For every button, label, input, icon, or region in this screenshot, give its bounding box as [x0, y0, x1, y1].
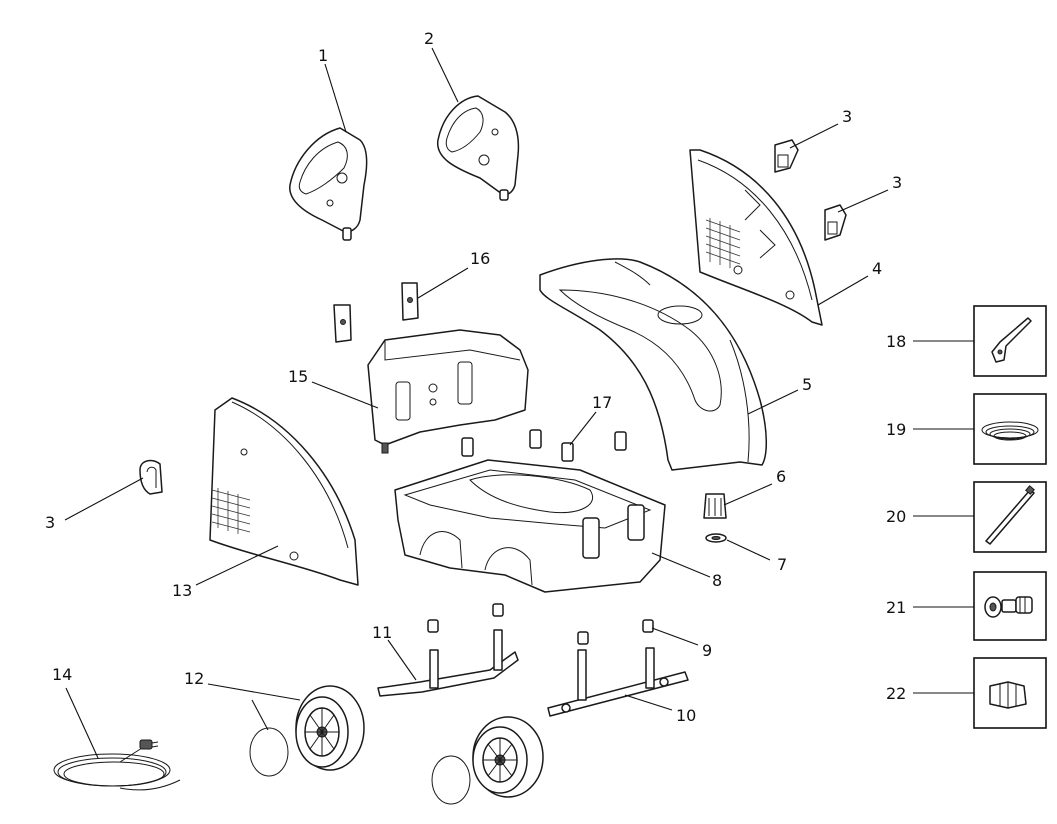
part-4-rear-panel [689, 149, 823, 326]
part-3-clip-left [139, 459, 163, 495]
callout-8: 8 [712, 571, 722, 590]
leader-lines [64, 47, 974, 759]
callout-3-upper: 3 [842, 107, 852, 126]
callout-21: 21 [886, 598, 906, 617]
callout-17: 17 [592, 393, 612, 412]
part-12-wheel-right [431, 716, 544, 805]
callout-20: 20 [886, 507, 906, 526]
callout-12: 12 [184, 669, 204, 688]
callout-labels: 1 2 3 3 3 4 5 6 7 8 9 10 11 12 13 14 15 … [45, 29, 906, 725]
part-22-coupling-box [973, 657, 1047, 729]
callout-19: 19 [886, 420, 906, 439]
callout-4: 4 [872, 259, 882, 278]
part-14-power-cord [53, 739, 181, 791]
part-3-clip-upper [774, 139, 799, 173]
callout-10: 10 [676, 706, 696, 725]
callout-9: 9 [702, 641, 712, 660]
callout-22: 22 [886, 684, 906, 703]
callout-16: 16 [470, 249, 490, 268]
part-9-ferrules [427, 603, 654, 645]
part-3-clip-middle [824, 204, 847, 241]
part-20-lance-box [973, 481, 1047, 553]
callout-5: 5 [802, 375, 812, 394]
part-11-frame [377, 629, 519, 697]
part-7-washer [705, 533, 727, 543]
part-2-handle-right [437, 95, 520, 201]
part-6-cap [703, 493, 727, 519]
callout-3-left: 3 [45, 513, 55, 532]
part-16-pads [333, 282, 419, 343]
part-17-posts [461, 429, 627, 462]
callout-18: 18 [886, 332, 906, 351]
callout-11: 11 [372, 623, 392, 642]
part-15-control-panel [367, 329, 529, 454]
part-8-base-tub [394, 459, 666, 593]
callout-2: 2 [424, 29, 434, 48]
callout-14: 14 [52, 665, 72, 684]
part-19-hose-box [973, 393, 1047, 465]
part-10-axle [547, 647, 689, 717]
callout-7: 7 [777, 555, 787, 574]
callout-3-middle: 3 [892, 173, 902, 192]
part-13-side-panel [209, 397, 359, 586]
callout-13: 13 [172, 581, 192, 600]
part-12-wheel-left [249, 685, 365, 777]
callout-15: 15 [288, 367, 308, 386]
part-18-spray-gun-box [973, 305, 1047, 377]
part-1-handle-left [289, 127, 368, 241]
part-5-front-cover [539, 258, 768, 471]
part-21-nozzle-fitting-box [973, 571, 1047, 641]
callout-1: 1 [318, 46, 328, 65]
callout-6: 6 [776, 467, 786, 486]
